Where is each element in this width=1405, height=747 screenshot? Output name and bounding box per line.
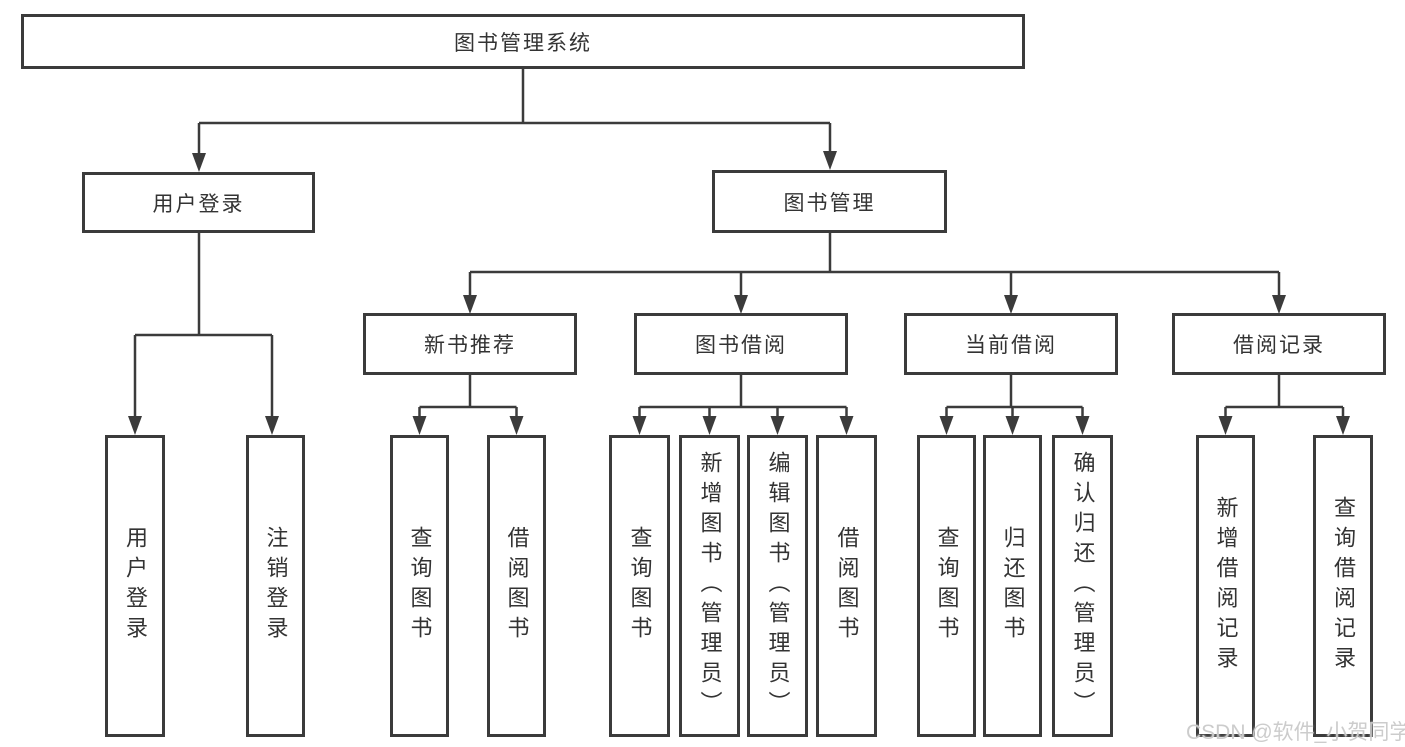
node-label: 编辑图书（管理员）	[765, 451, 791, 721]
node-label: 借阅记录	[1233, 334, 1325, 357]
node-label: 查询图书	[934, 526, 960, 646]
leaf-records-query-record: 查询借阅记录	[1313, 435, 1373, 737]
node-label: 当前借阅	[965, 334, 1057, 357]
node-root: 图书管理系统	[21, 14, 1025, 69]
leaf-logout: 注销登录	[246, 435, 305, 737]
node-label: 查询图书	[407, 526, 433, 646]
leaf-bookborrow-query-books: 查询图书	[609, 435, 670, 737]
leaf-bookborrow-borrow-books: 借阅图书	[816, 435, 877, 737]
node-label: 用户登录	[123, 526, 148, 646]
node-label: 图书管理	[783, 191, 876, 215]
node-label: 新增借阅记录	[1213, 496, 1239, 676]
node-label: 确认归还（管理员）	[1070, 451, 1096, 721]
leaf-current-return-books: 归还图书	[983, 435, 1042, 737]
leaf-current-confirm-return-admin: 确认归还（管理员）	[1052, 435, 1113, 737]
node-label: 新书推荐	[424, 334, 516, 357]
node-label: 注销登录	[263, 526, 289, 646]
node-label: 新增图书（管理员）	[697, 451, 723, 721]
csdn-watermark: CSDN @软件_小贺同学	[1186, 721, 1405, 744]
node-label: 查询借阅记录	[1331, 496, 1356, 676]
node-book-borrow: 图书借阅	[634, 313, 848, 375]
leaf-newbook-borrow-books: 借阅图书	[487, 435, 546, 737]
node-label: 图书管理系统	[454, 31, 592, 55]
leaf-newbook-query-books: 查询图书	[390, 435, 449, 737]
node-current-borrow: 当前借阅	[904, 313, 1118, 375]
node-label: 图书借阅	[695, 334, 787, 357]
leaf-bookborrow-edit-books-admin: 编辑图书（管理员）	[747, 435, 808, 737]
node-new-book-recommend: 新书推荐	[363, 313, 577, 375]
node-book-management: 图书管理	[712, 170, 947, 233]
leaf-records-add-record: 新增借阅记录	[1196, 435, 1255, 737]
node-label: 归还图书	[1000, 526, 1026, 646]
node-label: 用户登录	[152, 192, 245, 216]
node-label: 查询图书	[627, 526, 653, 646]
node-user-login: 用户登录	[82, 172, 315, 233]
node-borrow-records: 借阅记录	[1172, 313, 1386, 375]
node-label: 借阅图书	[504, 526, 530, 646]
leaf-bookborrow-add-books-admin: 新增图书（管理员）	[679, 435, 740, 737]
node-label: 借阅图书	[834, 526, 860, 646]
leaf-user-login: 用户登录	[105, 435, 165, 737]
leaf-current-query-books: 查询图书	[917, 435, 976, 737]
